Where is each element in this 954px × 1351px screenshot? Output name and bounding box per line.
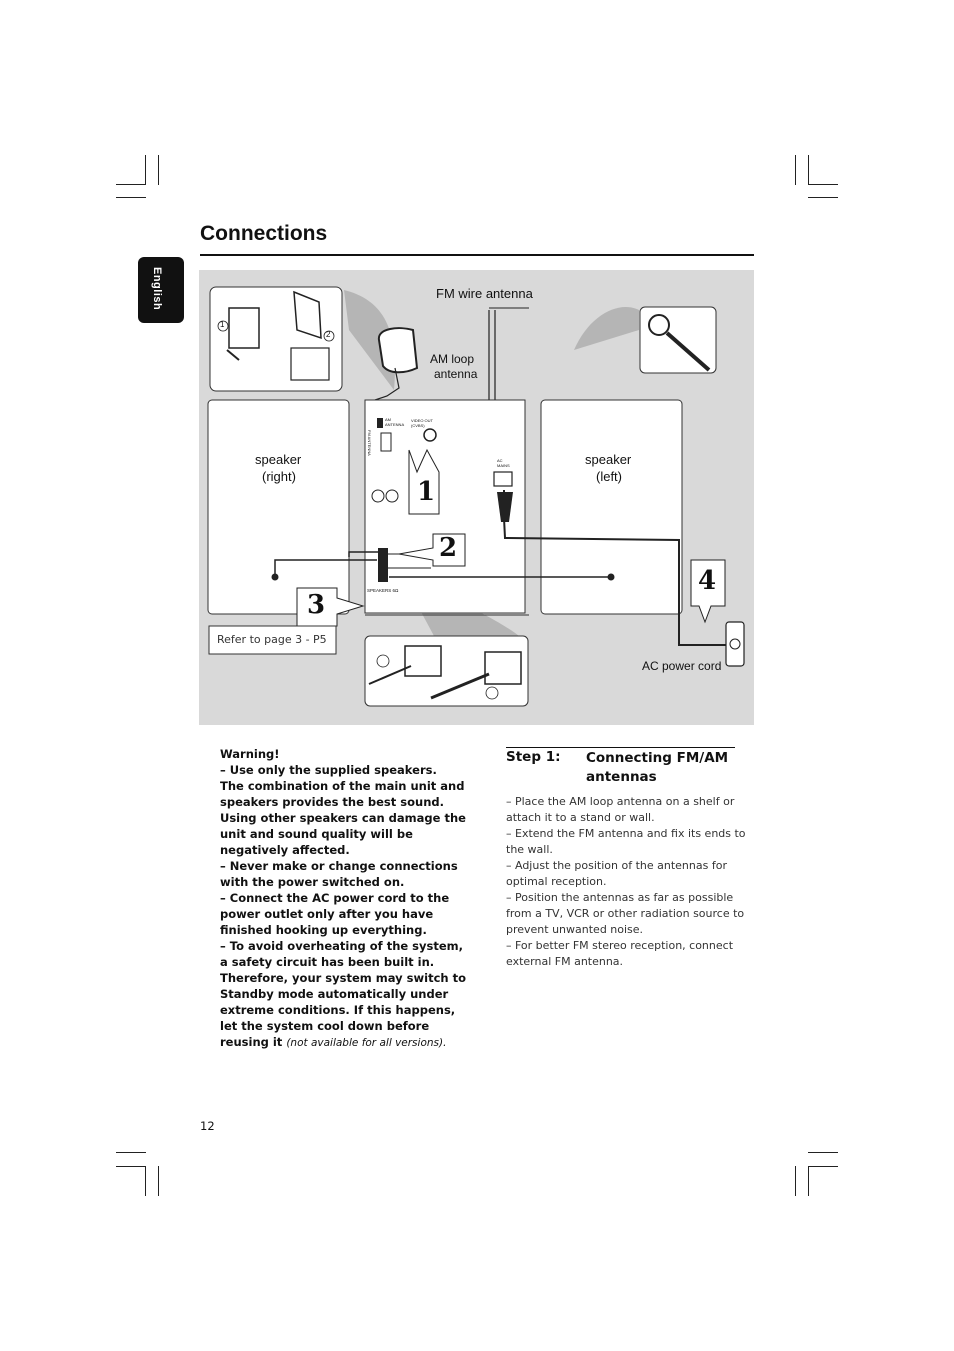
step-item: – Extend the FM antenna and fix its ends… (506, 827, 746, 856)
language-tab: English (138, 257, 184, 323)
step-1-number: 1 (417, 477, 436, 507)
ac-plug-detail-box (639, 306, 717, 374)
circle-number-1: 1 (220, 320, 225, 329)
speaker-left-label-1: speaker (585, 452, 632, 467)
title-rule (200, 254, 754, 256)
warning-line: – To avoid overheating of the system, a … (220, 938, 470, 1051)
warning-line-6: – To avoid overheating of the system, a … (220, 939, 466, 1049)
warning-heading: Warning! (220, 747, 280, 761)
crop-mark (808, 197, 838, 198)
panel-fm-antenna: FM ANTENNA (367, 430, 372, 456)
warning-note-end: . (443, 1037, 447, 1049)
warning-line: – Use only the supplied speakers. (220, 763, 437, 777)
step-3-number: 3 (307, 590, 326, 620)
ac-plug-callout-wedge (574, 306, 639, 350)
step-1-callout (408, 448, 440, 515)
language-tab-label: English (151, 267, 163, 311)
ac-power-cord-label: AC power cord (642, 659, 722, 673)
fm-wire-antenna-label: FM wire antenna (436, 286, 533, 301)
crop-mark (808, 1166, 809, 1196)
panel-speakers: SPEAKERS 6Ω (367, 588, 399, 593)
crop-mark (116, 1166, 146, 1167)
speaker-right-label-1: speaker (255, 452, 302, 467)
circle-number-2: 2 (326, 330, 331, 339)
crop-mark (116, 197, 146, 198)
am-loop-antenna-label-1: AM loop (430, 352, 475, 366)
warning-block: Warning! – Use only the supplied speaker… (220, 746, 470, 1051)
panel-ac-mains: AC MAINS (497, 458, 510, 468)
step-title: Connecting FM/AM antennas (586, 750, 729, 785)
crop-mark (808, 1166, 838, 1167)
panel-am-antenna: AM ANTENNA (385, 417, 405, 427)
step-item: – Adjust the position of the antennas fo… (506, 859, 727, 888)
crop-mark (808, 1152, 838, 1153)
speaker-left-shape (540, 399, 683, 615)
speaker-right-shape (207, 399, 350, 615)
crop-mark (795, 1166, 796, 1196)
speaker-right-label-2: (right) (262, 469, 296, 484)
crop-mark (808, 155, 809, 185)
step-4-callout (690, 559, 726, 624)
warning-line: The combination of the main unit and spe… (220, 779, 465, 809)
am-antenna-detail-box (209, 286, 343, 392)
crop-mark (116, 1152, 146, 1153)
crop-mark (158, 155, 159, 185)
step-rule (506, 747, 735, 748)
wall-outlet (725, 621, 745, 667)
warning-line: – Connect the AC power cord to the power… (220, 891, 450, 937)
warning-line: – Never make or change connections with … (220, 859, 458, 889)
step-2-number: 2 (439, 533, 458, 563)
step-instructions: – Place the AM loop antenna on a shelf o… (506, 794, 758, 970)
speaker-left-label-2: (left) (596, 469, 622, 484)
am-loop-antenna (377, 327, 419, 374)
crop-mark (116, 184, 146, 185)
page-title: Connections (200, 222, 328, 245)
speaker-right-wire (274, 551, 379, 577)
crop-mark (145, 1166, 146, 1196)
am-loop-antenna-label-2: antenna (434, 367, 478, 381)
diagram-illustration (207, 286, 745, 707)
step-2-callout (398, 533, 466, 567)
crop-mark (145, 155, 146, 185)
crop-mark (795, 155, 796, 185)
page-number: 12 (200, 1119, 215, 1133)
crop-mark (158, 1166, 159, 1196)
step-4-number: 4 (698, 566, 717, 596)
step-number: Step 1: (506, 749, 561, 765)
refer-box (208, 625, 337, 655)
panel-video-out: VIDEO OUT (CVBS) (411, 418, 433, 428)
warning-line: Using other speakers can damage the unit… (220, 811, 466, 857)
crop-mark (808, 184, 838, 185)
step-item: – For better FM stereo reception, connec… (506, 939, 734, 968)
refer-note: Refer to page 3 - P5 (217, 633, 327, 646)
warning-note: (not available for all versions) (286, 1037, 444, 1049)
step-item: – Place the AM loop antenna on a shelf o… (506, 795, 735, 824)
step-item: – Position the antennas as far as possib… (506, 891, 745, 936)
connection-diagram: FM wire antenna AM loop antenna speaker … (199, 270, 754, 725)
